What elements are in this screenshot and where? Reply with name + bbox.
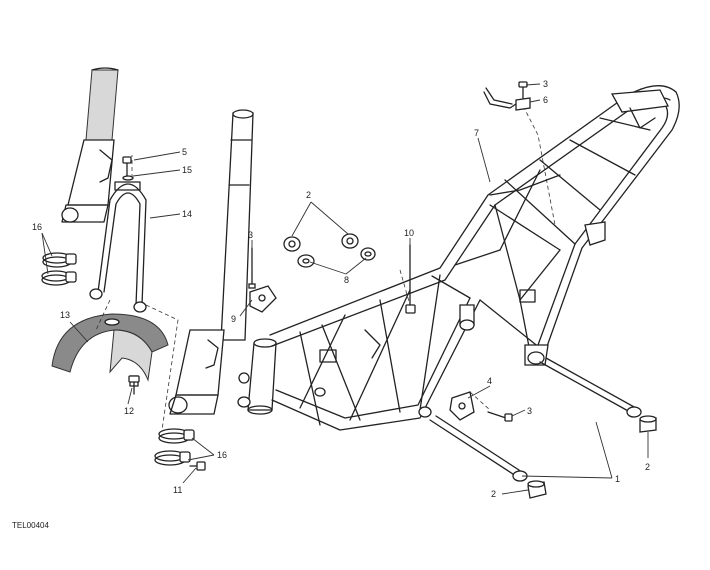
mount-bracket-9: [248, 247, 277, 313]
screw-12: [128, 375, 140, 395]
callout-16-upper: 16: [32, 222, 42, 232]
callout-2-right: 2: [645, 462, 650, 472]
callout-1: 1: [615, 474, 620, 484]
callout-2-grommets: 2: [306, 190, 311, 200]
callout-8: 8: [344, 275, 349, 285]
upper-bracket-6: [483, 81, 531, 111]
mount-bracket-4: [449, 391, 513, 422]
callout-13: 13: [60, 310, 70, 320]
callout-5: 5: [182, 147, 187, 157]
callout-14: 14: [182, 209, 192, 219]
callout-4: 4: [487, 376, 492, 386]
callout-6: 6: [543, 95, 548, 105]
right-fork-leg: [168, 109, 254, 415]
callout-12: 12: [124, 406, 134, 416]
fender-brace: [89, 156, 147, 313]
callout-2-bottom: 2: [491, 489, 496, 499]
callout-3-top: 3: [543, 79, 548, 89]
callout-9: 9: [231, 314, 236, 324]
callout-3-bottom: 3: [527, 406, 532, 416]
callout-16-lower: 16: [217, 450, 227, 460]
trellis-frame: [237, 85, 680, 431]
front-mudguard: [51, 313, 169, 387]
end-caps: [527, 415, 657, 499]
nut-10: [405, 244, 416, 314]
callout-3-left: 3: [248, 230, 253, 240]
callout-labels: 5 15 14 16 13 12 11 16 2 3 8 9 10 4 3 3 …: [32, 79, 650, 499]
callout-10: 10: [404, 228, 414, 238]
callout-15: 15: [182, 165, 192, 175]
leader-lines: [41, 83, 649, 495]
callout-7: 7: [474, 128, 479, 138]
frame-tie-rods: [429, 357, 642, 482]
callout-11: 11: [173, 485, 182, 495]
fork-clamp-upper: [41, 252, 77, 286]
left-fork-leg: [61, 67, 119, 223]
rubber-grommets: [283, 233, 376, 268]
diagram-code: TEL00404: [12, 521, 49, 530]
fork-clamp-lower: [154, 428, 206, 471]
